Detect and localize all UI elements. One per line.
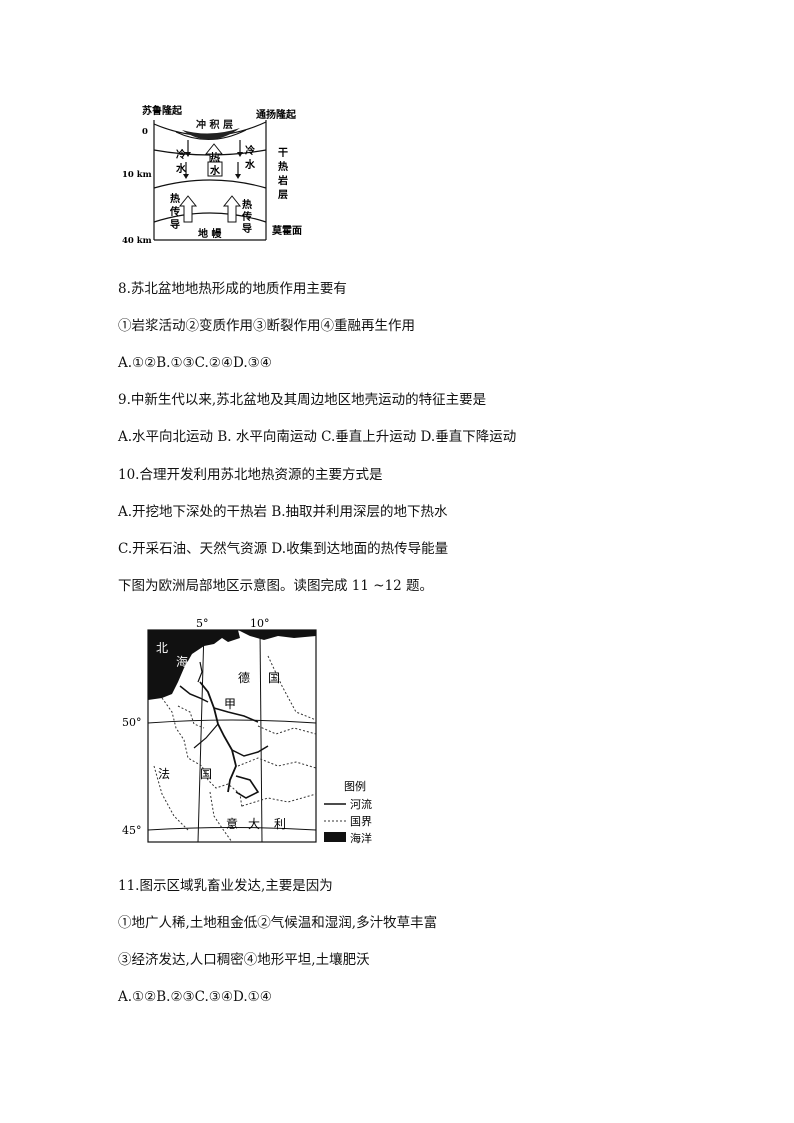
france-label-1: 法 xyxy=(158,767,170,781)
dry-hot-rock-3: 岩 xyxy=(277,174,288,187)
legend-river-label: 河流 xyxy=(350,797,372,811)
legend-border-label: 国界 xyxy=(350,815,372,828)
moho-label: 莫霍面 xyxy=(271,224,302,237)
italy-label-3: 利 xyxy=(274,817,286,831)
q11-options-2: ③经济发达,人口稠密④地形平坦,土壤肥沃 xyxy=(118,952,370,968)
dry-hot-rock-4: 层 xyxy=(278,189,288,201)
q10-answers-cd: C.开采石油、天然气资源 D.收集到达地面的热传导能量 xyxy=(118,541,449,557)
q8-answers: A.①②B.①③C.②④D.③④ xyxy=(118,355,272,371)
mantle-label: 地 幔 xyxy=(198,227,222,240)
dry-hot-rock-1: 干 xyxy=(278,147,288,159)
heat-conduction-right-3: 导 xyxy=(242,223,252,235)
q8-stem: 8.苏北盆地地热形成的地质作用主要有 xyxy=(118,281,347,297)
europe-map-figure: 5° 10° 50° 45° 北 海 德 国 甲 法 国 意 大 利 图例 河流… xyxy=(122,617,372,845)
legend-ocean-swatch xyxy=(324,832,346,842)
q9-answers: A.水平向北运动 B. 水平向南运动 C.垂直上升运动 D.垂直下降运动 xyxy=(118,429,517,445)
q11-answers: A.①②B.②③C.③④D.①④ xyxy=(118,989,272,1005)
q11-stem: 11.图示区域乳畜业发达,主要是因为 xyxy=(118,878,333,894)
north-sea-label-1: 北 xyxy=(156,641,168,655)
q8-options: ①岩浆活动②变质作用③断裂作用④重融再生作用 xyxy=(118,318,415,334)
q10-stem: 10.合理开发利用苏北地热资源的主要方式是 xyxy=(118,467,383,483)
cold-water-right-2: 水 xyxy=(244,158,256,171)
q10-answers-ab: A.开挖地下深处的干热岩 B.抽取并利用深层的地下热水 xyxy=(118,504,448,520)
cold-water-right-1: 冷 xyxy=(245,144,255,157)
sediment-label: 冲 积 层 xyxy=(196,118,233,131)
germany-label-2: 国 xyxy=(268,671,280,685)
heat-conduction-right-1: 热 xyxy=(242,198,252,211)
geothermal-section-figure: 苏鲁隆起 通扬隆起 0 10 km 40 km 冲 积 层 冷 水 冷 水 热 … xyxy=(122,104,302,246)
lat-45-label: 45° xyxy=(122,824,142,837)
legend-title: 图例 xyxy=(344,779,366,793)
lon-10-label: 10° xyxy=(250,617,270,630)
heat-conduction-left-2: 传 xyxy=(169,205,180,218)
q9-stem: 9.中新生代以来,苏北盆地及其周边地区地壳运动的特征主要是 xyxy=(118,392,487,408)
hot-water-1: 热 xyxy=(210,151,220,164)
cold-water-left-2: 水 xyxy=(175,162,187,175)
q11-options-1: ①地广人稀,土地租金低②气候温和湿润,多汁牧草丰富 xyxy=(118,915,438,931)
heat-conduction-left-1: 热 xyxy=(170,192,180,205)
jia-label: 甲 xyxy=(224,697,236,711)
germany-label-1: 德 xyxy=(238,670,250,685)
italy-label-2: 大 xyxy=(248,817,260,831)
lat-50-label: 50° xyxy=(122,716,142,729)
intro-text: 下图为欧洲局部地区示意图。读图完成 11 ~12 题。 xyxy=(118,578,434,594)
hot-water-2: 水 xyxy=(209,164,221,177)
france-label-2: 国 xyxy=(200,767,212,781)
cold-water-left-1: 冷 xyxy=(176,148,186,161)
heat-conduction-right-2: 传 xyxy=(241,210,252,223)
left-uplift-label: 苏鲁隆起 xyxy=(142,104,183,117)
heat-conduction-left-3: 导 xyxy=(170,219,180,231)
italy-label-1: 意 xyxy=(226,816,238,831)
depth-40-label: 40 km xyxy=(122,236,152,246)
depth-10-label: 10 km xyxy=(122,170,152,180)
legend-ocean-label: 海洋 xyxy=(350,831,372,845)
lon-5-label: 5° xyxy=(196,617,209,630)
right-uplift-label: 通扬隆起 xyxy=(256,108,297,121)
north-sea-label-2: 海 xyxy=(176,654,188,669)
dry-hot-rock-2: 热 xyxy=(278,160,288,173)
depth-0-label: 0 xyxy=(142,127,148,137)
